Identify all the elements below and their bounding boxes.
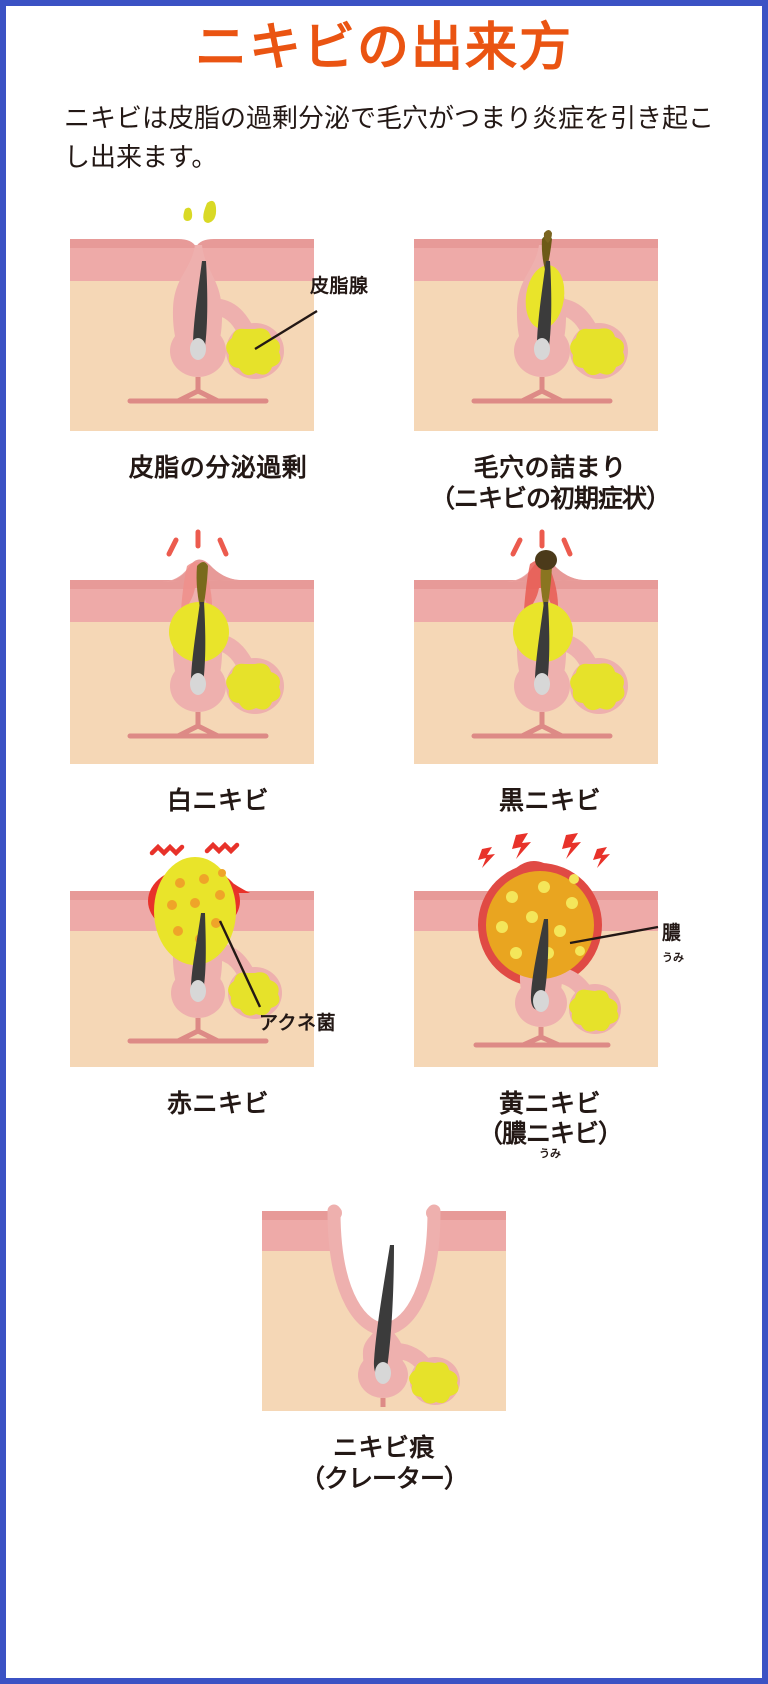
stage-caption-sub-7: （クレーター） <box>299 1464 469 1493</box>
stage-row-4: ニキビ痕 （クレーター） <box>6 1179 762 1494</box>
skin-cross-section-whitehead <box>52 529 384 782</box>
stage-caption-main-2: 毛穴の詰まり <box>473 454 627 483</box>
skin-cross-section-red-acne: アクネ菌 <box>52 835 384 1085</box>
blackhead-plug <box>535 550 557 571</box>
stage-acne-scar: ニキビ痕 （クレーター） <box>218 1179 550 1494</box>
skin-cross-section-blackhead <box>384 529 716 782</box>
irritation-marks-icon <box>510 529 573 557</box>
skin-cross-section-scar <box>218 1179 550 1429</box>
stage-row-1: 皮脂腺 皮脂の分泌過剰 <box>6 199 762 514</box>
stage-sebum-overproduction: 皮脂腺 皮脂の分泌過剰 <box>52 199 384 484</box>
stage-caption-1: 皮脂の分泌過剰 <box>129 453 308 484</box>
stage-red-acne: アクネ菌 赤ニキビ <box>52 835 384 1120</box>
pain-bolt-icon <box>478 832 610 868</box>
skin-cross-section-yellow-acne: 膿うみ <box>384 832 716 1085</box>
skin-cross-section-clogged <box>384 199 716 449</box>
skin-cross-section-overproduction: 皮脂腺 <box>52 199 384 449</box>
stage-caption-7: ニキビ痕 （クレーター） <box>299 1433 469 1494</box>
callout-label-pus: 膿うみ <box>662 922 684 964</box>
stage-caption-3: 白ニキビ <box>167 786 269 817</box>
pus-dots <box>496 873 585 959</box>
comedone-body <box>154 856 236 965</box>
stage-caption-main-1: 皮脂の分泌過剰 <box>128 454 308 483</box>
stage-clogged-pore: 毛穴の詰まり （ニキビの初期症状） <box>384 199 716 514</box>
stage-whitehead: 白ニキビ <box>52 529 384 817</box>
stage-caption-4: 黒ニキビ <box>499 786 601 817</box>
stage-row-2: 白ニキビ <box>6 529 762 817</box>
stage-caption-main-3: 白ニキビ <box>166 787 269 816</box>
callout-leader-line <box>254 310 318 351</box>
crater-void <box>334 1211 434 1330</box>
stage-yellow-acne: 膿うみ 黄ニキビ （膿ニキビ） うみ <box>384 832 716 1161</box>
stage-caption-sub-2: （ニキビの初期症状） <box>429 484 671 513</box>
irritation-marks-icon <box>166 529 229 557</box>
callout-label-acne-bacteria: アクネ菌 <box>259 1012 337 1034</box>
stage-grid: 皮脂腺 皮脂の分泌過剰 <box>6 199 762 1494</box>
stage-caption-main-7: ニキビ痕 <box>332 1434 435 1463</box>
inflammation-squiggle-icon <box>149 841 240 856</box>
callout-ruby-pus: うみ <box>662 951 684 964</box>
page-title: ニキビの出来方 <box>194 20 573 77</box>
stage-caption-6: 黄ニキビ （膿ニキビ） うみ <box>477 1089 623 1161</box>
stage-caption-5: 赤ニキビ <box>167 1089 269 1120</box>
stage-caption-main-4: 黒ニキビ <box>498 787 601 816</box>
stage-caption-sub-6: （膿ニキビ） <box>477 1120 623 1149</box>
stage-caption-2: 毛穴の詰まり （ニキビの初期症状） <box>429 453 671 514</box>
stage-caption-main-6: 黄ニキビ <box>498 1089 601 1118</box>
stage-row-3: アクネ菌 赤ニキビ <box>6 832 762 1161</box>
stage-blackhead: 黒ニキビ <box>384 529 716 817</box>
intro-paragraph: ニキビは皮脂の過剰分泌で毛穴がつまり炎症を引き起こし出来ます。 <box>64 103 715 173</box>
stage-caption-ruby-6: うみ <box>538 1147 561 1160</box>
stage-caption-main-5: 赤ニキビ <box>166 1089 269 1118</box>
callout-label-sebaceous-gland: 皮脂腺 <box>310 276 369 298</box>
